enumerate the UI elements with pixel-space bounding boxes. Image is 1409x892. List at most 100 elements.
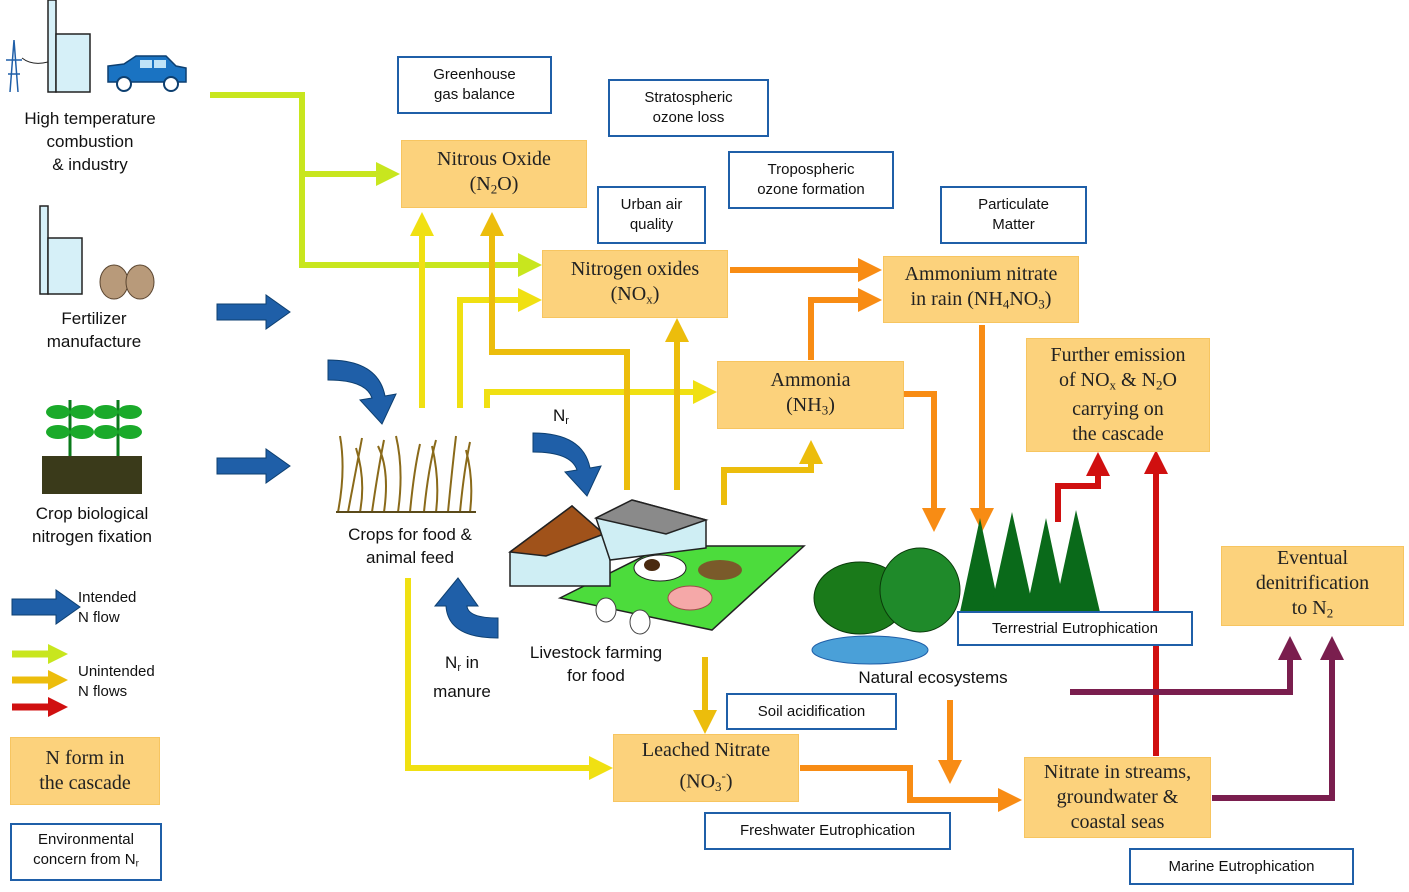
legend-nform-box: N form in the cascade — [10, 737, 160, 805]
node-title: Nitrous Oxide — [437, 147, 551, 170]
factory-power-icon — [6, 0, 91, 93]
node-formula: (NO3-) — [679, 763, 732, 799]
label-line: manufacture — [46, 332, 142, 351]
source-combustion-label: High temperature combustion & industry — [2, 107, 178, 176]
legend-concern-box: Environmental concern from Nr — [10, 823, 162, 881]
label-line: ozone formation — [757, 181, 865, 198]
nr-in-manure-label: Nr in manure — [420, 651, 504, 703]
concern-freshwater-eutrophication: Freshwater Eutrophication — [704, 812, 951, 850]
fertilizer-factory-icon — [39, 205, 155, 300]
intended-flow-arrows — [216, 294, 602, 639]
formula-part: ) — [652, 282, 660, 305]
formula-part: & N — [1116, 368, 1157, 391]
formula-part: (NO — [679, 770, 716, 793]
label-line: Greenhouse — [433, 66, 516, 83]
formula-subscript: 3 — [715, 778, 722, 794]
label-line: for food — [567, 666, 625, 685]
car-icon — [107, 55, 187, 92]
node-ammonia: Ammonia (NH3) — [717, 361, 904, 429]
crops-illustration — [336, 435, 476, 513]
node-leached-nitrate: Leached Nitrate (NO3-) — [613, 734, 799, 802]
label-line: the cascade — [39, 772, 131, 794]
node-ammonium-nitrate: Ammonium nitrate in rain (NH4NO3) — [883, 256, 1079, 323]
label-line: Stratospheric — [644, 89, 733, 106]
node-line: groundwater & — [1056, 786, 1179, 808]
label-line: N flow — [78, 609, 120, 626]
node-title: Ammonium nitrate — [904, 263, 1058, 286]
label-line: Intended — [78, 589, 137, 606]
concern-urban-air-quality: Urban air quality — [597, 186, 706, 244]
lime-arrowheads — [376, 162, 542, 277]
label-line: Tropospheric — [767, 161, 855, 178]
orange-arrowheads — [858, 258, 1022, 812]
label-line: Fertilizer — [61, 309, 127, 328]
orange-flow-arrows — [730, 267, 1000, 803]
red-arrowheads — [1086, 450, 1168, 476]
label-line: Particulate — [978, 196, 1049, 213]
natural-ecosystems-label: Natural ecosystems — [838, 666, 1028, 689]
concern-stratospheric-ozone: Stratospheric ozone loss — [608, 79, 769, 137]
label-line: Freshwater Eutrophication — [739, 822, 916, 839]
label-line: animal feed — [366, 548, 454, 567]
livestock-label: Livestock farming for food — [512, 641, 680, 687]
node-eventual-denitrification: Eventual denitrification to N2 — [1221, 546, 1404, 626]
node-title: Eventual — [1276, 547, 1349, 570]
source-fertilizer-label: Fertilizer manufacture — [14, 307, 174, 353]
legend-unintended-arrows — [12, 644, 68, 717]
node-title: Nitrate in streams, — [1043, 761, 1192, 783]
purple-flow-arrows — [1070, 656, 1335, 801]
label-part: N — [553, 406, 566, 425]
concern-terrestrial-eutrophication: Terrestrial Eutrophication — [957, 611, 1193, 646]
label-line: N flows — [78, 683, 128, 700]
concern-marine-eutrophication: Marine Eutrophication — [1129, 848, 1354, 885]
label-line: Nr in — [420, 651, 504, 680]
source-fixation-label: Crop biological nitrogen fixation — [4, 502, 180, 548]
label-line: Terrestrial Eutrophication — [992, 619, 1158, 637]
label-line: nitrogen fixation — [31, 527, 153, 546]
legend-unintended-label: Unintended N flows — [78, 662, 155, 702]
legend-intended-arrow — [11, 589, 81, 625]
formula-part: ) — [1044, 288, 1052, 311]
label-line: Crops for food & — [348, 525, 472, 544]
label-part: N — [445, 653, 458, 672]
label-line: Soil acidification — [757, 702, 866, 720]
livestock-farm-illustration — [508, 499, 806, 635]
label-line: Urban air — [620, 196, 683, 213]
label-subscript: r — [135, 858, 139, 870]
formula-superscript: - — [721, 767, 726, 783]
formula-subscript: 2 — [490, 181, 498, 197]
formula-part: of NO — [1059, 368, 1110, 391]
label-line: Crop biological — [35, 504, 149, 523]
concern-greenhouse-gas: Greenhouse gas balance — [397, 56, 552, 114]
nr-label: Nr — [546, 404, 576, 433]
concern-tropospheric-ozone: Tropospheric ozone formation — [728, 151, 894, 209]
formula-subscript: 2 — [1326, 605, 1334, 621]
natural-ecosystems-illustration — [811, 510, 1100, 665]
node-line: coastal seas — [1070, 811, 1165, 833]
concern-particulate-matter: Particulate Matter — [940, 186, 1087, 244]
label-line: Matter — [992, 216, 1035, 233]
node-title: Leached Nitrate — [641, 738, 771, 761]
label-line: Unintended — [78, 663, 155, 680]
node-line: denitrification — [1255, 572, 1370, 595]
label-line: ozone loss — [652, 109, 725, 126]
formula-part: (N — [469, 172, 491, 195]
gold-flow-arrows — [489, 232, 814, 712]
node-formula: (NOx) — [611, 282, 660, 311]
node-nitrous-oxide: Nitrous Oxide (N2O) — [401, 140, 587, 208]
label-line: & industry — [52, 155, 128, 174]
label-subscript: r — [565, 414, 569, 427]
label-part: concern from N — [33, 850, 136, 868]
formula-subscript: 3 — [821, 402, 829, 418]
formula-part: O) — [497, 172, 519, 195]
label-line: High temperature — [24, 109, 156, 128]
node-formula: (N2O) — [470, 172, 519, 201]
node-line: carrying on — [1072, 398, 1164, 421]
plant-fixation-icon — [42, 400, 142, 494]
label-line: Environmental — [38, 830, 134, 848]
node-formula: in rain (NH4NO3) — [911, 287, 1052, 316]
yellow-arrowheads — [410, 212, 717, 780]
label-line: concern from Nr — [33, 850, 139, 874]
node-formula: to N2 — [1292, 596, 1334, 625]
node-title: Further emission — [1050, 343, 1186, 366]
